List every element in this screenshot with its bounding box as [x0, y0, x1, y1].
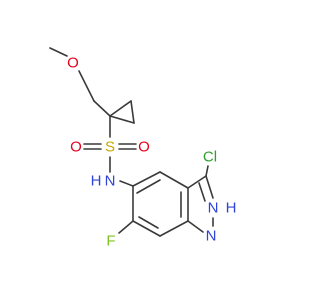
- bond-o-ch2: [78, 70, 95, 102]
- bond-n-aryl: [119, 180, 134, 187]
- bond-c-f: [118, 220, 134, 234]
- molecule-structure: O S O O H N Cl N H N F: [49, 47, 236, 250]
- atom-labels: O S O O H N Cl N H N F: [67, 55, 236, 250]
- bond-cyclopropane-b: [130, 100, 135, 124]
- bond-cyclopropane-c: [109, 115, 135, 124]
- bond-benzene-1-inner: [136, 179, 161, 194]
- bond-benzene-4: [159, 220, 189, 237]
- bond-cyclopropane-a: [109, 100, 132, 117]
- atom-methoxy-oxygen: O: [67, 55, 79, 72]
- atom-fluorine: F: [106, 233, 115, 250]
- atom-amide-hydrogen: H: [91, 173, 102, 190]
- atom-sulfonyl-oxygen-left: O: [70, 139, 82, 156]
- bond-pyrazole-c3a-c3: [187, 175, 207, 189]
- bond-benzene-5: [132, 220, 161, 237]
- atom-ring-nitrogen-1: N: [206, 228, 217, 245]
- atom-ring-hydrogen: H: [226, 200, 237, 217]
- bond-benzene-5-inner: [138, 216, 159, 229]
- atom-ring-nitrogen-2: N: [208, 200, 219, 217]
- atom-chlorine: Cl: [203, 149, 217, 166]
- bond-pyrazole-n1-c7a: [187, 220, 204, 233]
- bond-benzene-2: [159, 171, 189, 189]
- bond-pyrazole-c3-n2: [205, 175, 214, 199]
- bond-benzene-1: [132, 171, 161, 187]
- bond-pyrazole-c3-n2-inner: [198, 182, 206, 202]
- bond-ch3-o: [49, 47, 68, 57]
- atom-sulfonyl-oxygen-right: O: [138, 139, 150, 156]
- bond-ch2-cq: [93, 100, 111, 117]
- bond-c-cl: [205, 165, 209, 177]
- atom-sulfur: S: [105, 139, 115, 156]
- atom-amide-nitrogen: N: [105, 173, 116, 190]
- bond-layer: [49, 47, 214, 237]
